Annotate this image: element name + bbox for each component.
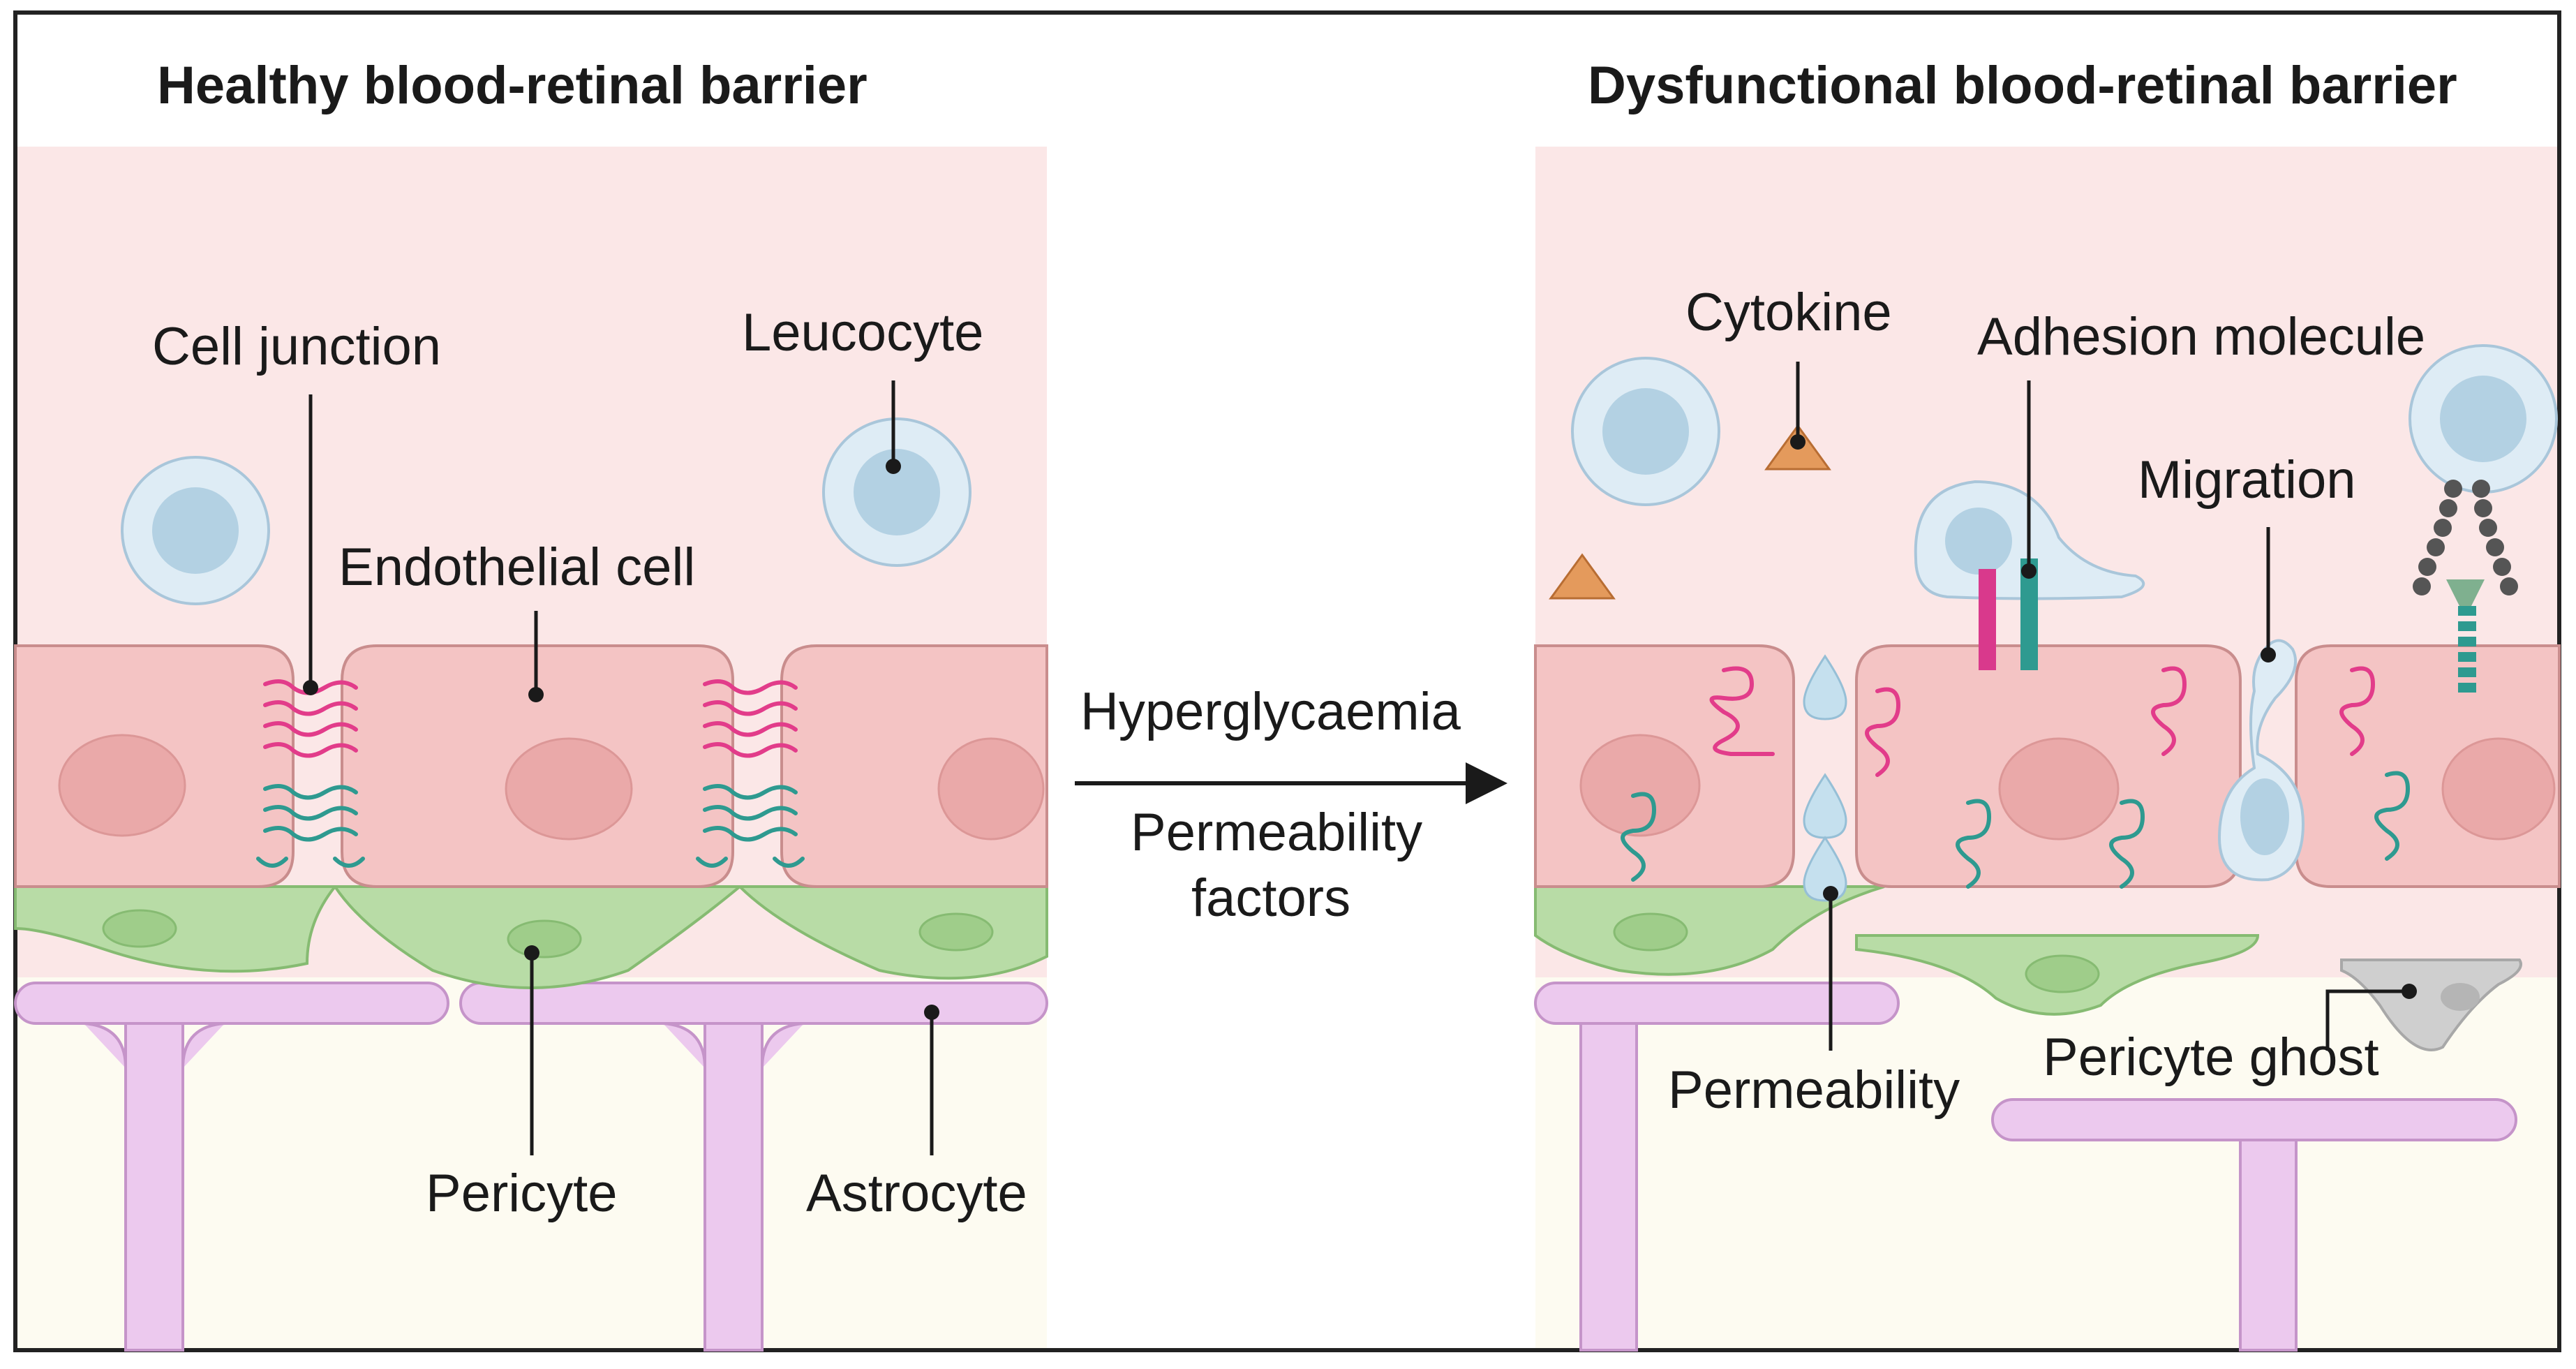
cytokine-triangle-2 <box>1549 553 1616 600</box>
center-gap <box>1047 147 1535 1350</box>
leucocyte-right <box>822 417 971 567</box>
permeability-label: Permeability <box>1668 1060 1960 1120</box>
pericyte-ghost-label: Pericyte ghost <box>2043 1028 2379 1087</box>
tethered-leucocyte <box>2409 344 2558 693</box>
dysfunctional-panel: Dysfunctional blood-retinal barrier <box>1534 56 2561 1352</box>
pericytes-dysfunctional <box>1534 885 2260 1016</box>
leucocyte-left <box>121 456 270 605</box>
permeability-factors-line2: factors <box>1191 868 1350 928</box>
migration-label: Migration <box>2138 450 2356 510</box>
adhesion-molecule-label: Adhesion molecule <box>1977 307 2425 367</box>
pericyte-label: Pericyte <box>426 1164 618 1223</box>
endothelial-cells-dysfunctional <box>1534 644 2561 888</box>
astrocytes-dysfunctional <box>1534 982 2517 1352</box>
migrating-leucocyte <box>2217 639 2305 882</box>
permeability-factors-line1: Permeability <box>1131 803 1422 862</box>
astrocytes <box>14 982 1048 1352</box>
leucocyte-free <box>1571 357 1720 506</box>
transition: Hyperglycaemia Permeability factors <box>1075 682 1507 928</box>
endothelial-cell-label: Endothelial cell <box>338 538 695 597</box>
dysfunctional-title: Dysfunctional blood-retinal barrier <box>1588 56 2457 115</box>
hyperglycaemia-label: Hyperglycaemia <box>1080 682 1461 741</box>
pericytes <box>14 885 1048 989</box>
cell-junction-label: Cell junction <box>152 317 441 376</box>
leucocyte-label: Leucocyte <box>742 303 983 362</box>
disrupted-junctions <box>1621 666 2411 889</box>
endothelial-cells <box>14 644 1048 888</box>
healthy-panel: Healthy blood-retinal barrier <box>14 56 1048 1352</box>
permeability-droplets <box>1803 654 1847 902</box>
healthy-title: Healthy blood-retinal barrier <box>157 56 868 115</box>
astrocyte-label: Astrocyte <box>806 1164 1027 1223</box>
cell-junction-right <box>696 679 805 868</box>
cytokine-label: Cytokine <box>1685 283 1892 342</box>
adhering-leucocyte <box>1914 480 2145 670</box>
